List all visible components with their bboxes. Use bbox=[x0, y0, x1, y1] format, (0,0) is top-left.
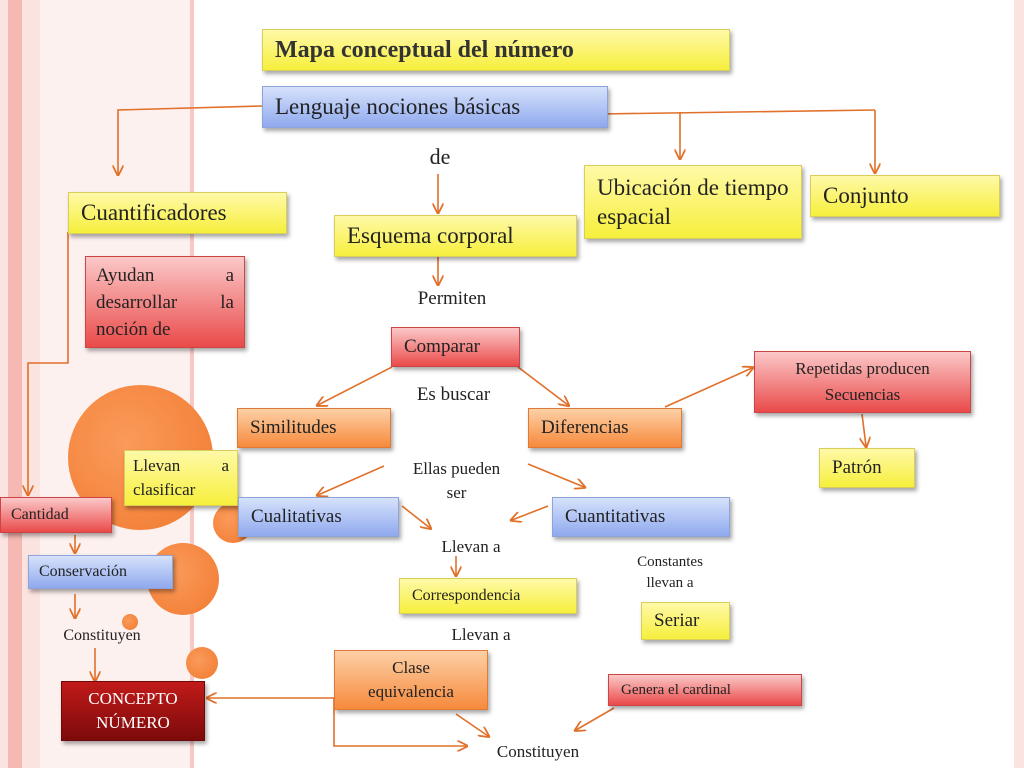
node-clase-equivalencia: Clase equivalencia bbox=[334, 650, 488, 710]
node-seriar: Seriar bbox=[641, 602, 730, 640]
node-seriar-text: Seriar bbox=[654, 610, 700, 631]
decorative-stripe bbox=[40, 0, 190, 768]
node-similitudes: Similitudes bbox=[237, 408, 391, 448]
page-title-text: Mapa conceptual del número bbox=[275, 36, 574, 63]
node-correspondencia-text: Correspondencia bbox=[412, 587, 521, 604]
label-es-buscar: Es buscar bbox=[416, 384, 491, 405]
arrow-clase-constituyen-2 bbox=[455, 713, 488, 736]
node-diferencias: Diferencias bbox=[528, 408, 682, 448]
node-ubicacion: Ubicación de tiempo espacial bbox=[584, 165, 802, 239]
label-constituyen-1: Constituyen bbox=[63, 627, 141, 644]
arrow-ellas-cuantitativas bbox=[527, 463, 584, 487]
label-constituyen-2: Constituyen bbox=[496, 742, 580, 761]
node-patron-text: Patrón bbox=[832, 457, 882, 478]
arrow-ellas-cualitativas bbox=[318, 465, 385, 495]
node-concepto-line1: CONCEPTO bbox=[88, 689, 178, 708]
node-diferencias-text: Diferencias bbox=[541, 417, 629, 438]
label-ellas-pueden: Ellas pueden ser bbox=[384, 457, 529, 505]
decorative-circle bbox=[186, 647, 218, 679]
node-cualitativas-text: Cualitativas bbox=[251, 506, 342, 527]
arrow-cuantitativas-llevan bbox=[512, 505, 549, 520]
arrow-cualitativas-llevan bbox=[401, 505, 430, 528]
arrow-genera-constituyen bbox=[576, 707, 615, 730]
node-comparar-text: Comparar bbox=[404, 336, 480, 357]
node-ayudan: Ayudan a desarrollar la noción de bbox=[85, 256, 245, 348]
arrow-comparar-diferencias bbox=[517, 366, 568, 405]
line-lenguaje-right bbox=[599, 109, 876, 115]
arrow-lenguaje-cuantificadores bbox=[118, 105, 263, 174]
node-patron: Patrón bbox=[819, 448, 915, 488]
node-cantidad-text: Cantidad bbox=[11, 506, 69, 523]
node-lenguaje-text: Lenguaje nociones básicas bbox=[275, 94, 521, 119]
arrow-repetidas-patron bbox=[862, 413, 866, 446]
node-genera-cardinal: Genera el cardinal bbox=[608, 674, 802, 706]
node-cuantitativas: Cuantitativas bbox=[552, 497, 730, 537]
node-conjunto-text: Conjunto bbox=[823, 183, 909, 208]
arrow-clase-constituyen bbox=[333, 698, 466, 746]
node-llevan-clasificar-text: Llevan a clasificar bbox=[133, 456, 229, 499]
node-cantidad: Cantidad bbox=[0, 497, 112, 533]
node-cuantificadores: Cuantificadores bbox=[68, 192, 287, 234]
arrow-comparar-similitudes bbox=[318, 366, 393, 405]
node-correspondencia: Correspondencia bbox=[399, 578, 577, 614]
node-lenguaje: Lenguaje nociones básicas bbox=[262, 86, 608, 128]
node-genera-text: Genera el cardinal bbox=[621, 681, 731, 698]
decorative-stripe bbox=[8, 0, 22, 768]
node-cuantitativas-text: Cuantitativas bbox=[565, 506, 666, 527]
label-llevan-a-1: Llevan a bbox=[441, 537, 501, 556]
node-repetidas: Repetidas producen Secuencias bbox=[754, 351, 971, 413]
arrow-cuantificadores-cantidad bbox=[28, 232, 69, 494]
node-similitudes-text: Similitudes bbox=[250, 417, 337, 438]
node-concepto-numero: CONCEPTO NÚMERO bbox=[61, 681, 205, 741]
node-cuantificadores-text: Cuantificadores bbox=[81, 200, 227, 225]
decorative-stripe bbox=[1014, 0, 1024, 768]
node-comparar: Comparar bbox=[391, 327, 520, 367]
label-de: de bbox=[429, 144, 451, 169]
node-repetidas-line2: Secuencias bbox=[824, 385, 901, 404]
page-title: Mapa conceptual del número bbox=[262, 29, 730, 71]
label-constantes: Constantes llevan a bbox=[612, 552, 728, 594]
node-concepto-line2: NÚMERO bbox=[96, 713, 170, 732]
node-ayudan-text: Ayudan a desarrollar la noción de bbox=[96, 264, 234, 340]
decorative-circle bbox=[122, 614, 138, 630]
node-conservacion-text: Conservación bbox=[39, 563, 127, 580]
node-clase-line2: equivalencia bbox=[368, 682, 454, 701]
node-esquema: Esquema corporal bbox=[334, 215, 577, 257]
arrow-diferencias-repetidas bbox=[664, 368, 752, 408]
label-llevan-a-2: Llevan a bbox=[451, 625, 511, 644]
node-conservacion: Conservación bbox=[28, 555, 173, 589]
node-llevan-clasificar: Llevan a clasificar bbox=[124, 450, 238, 506]
node-clase-line1: Clase bbox=[392, 658, 430, 677]
label-constantes-line1: Constantes bbox=[637, 554, 703, 570]
label-ellas-line1: Ellas pueden bbox=[412, 459, 501, 478]
node-cualitativas: Cualitativas bbox=[238, 497, 399, 537]
node-esquema-text: Esquema corporal bbox=[347, 223, 514, 248]
node-repetidas-line1: Repetidas producen bbox=[795, 359, 930, 378]
label-constantes-line2: llevan a bbox=[646, 575, 694, 591]
label-permiten: Permiten bbox=[417, 288, 487, 309]
node-conjunto: Conjunto bbox=[810, 175, 1000, 217]
node-ubicacion-text: Ubicación de tiempo espacial bbox=[597, 175, 789, 229]
decorative-stripe bbox=[190, 0, 194, 768]
label-ellas-line2: ser bbox=[446, 483, 467, 502]
